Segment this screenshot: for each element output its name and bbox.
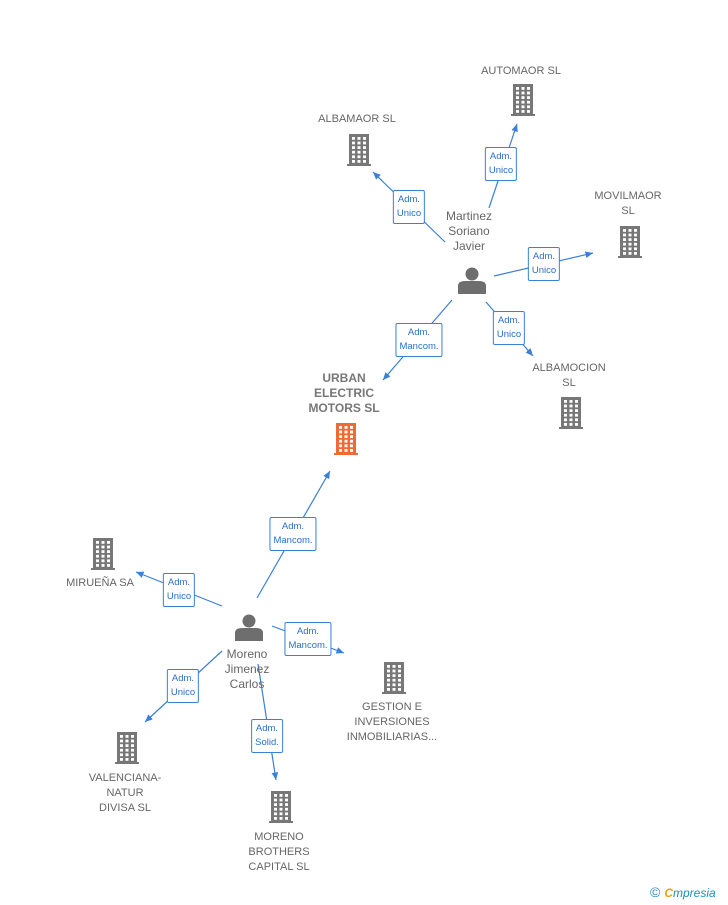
node-label-brothers[interactable]: MORENO BROTHERS CAPITAL SL xyxy=(248,830,309,875)
node-label-valenciana[interactable]: VALENCIANA- NATUR DIVISA SL xyxy=(89,771,162,816)
person-icon[interactable] xyxy=(235,614,263,642)
node-label-line: MORENO xyxy=(254,831,304,843)
edge-label-line: Unico xyxy=(170,687,196,698)
node-label-line: AUTOMAOR SL xyxy=(481,65,561,77)
node-label-gestion[interactable]: GESTION E INVERSIONES INMOBILIARIAS... xyxy=(347,700,437,745)
node-label-line: DIVISA SL xyxy=(99,802,151,814)
node-label-albamocion[interactable]: ALBAMOCION SL xyxy=(532,361,605,391)
node-label-line: BROTHERS xyxy=(248,846,310,858)
edge-label-line: Unico xyxy=(531,265,557,276)
edge-label-line: Unico xyxy=(488,165,514,176)
edge-label-line: Unico xyxy=(496,329,522,340)
edge-label-line: Adm. xyxy=(281,521,305,532)
node-label-line: ALBAMOCION xyxy=(532,362,606,374)
copyright-icon: © xyxy=(650,884,661,900)
edge-label-line: Adm. xyxy=(497,315,521,326)
building-icon[interactable] xyxy=(511,84,535,116)
node-label-line: Martinez xyxy=(445,209,493,223)
building-icon[interactable] xyxy=(559,397,583,429)
node-label-line: INVERSIONES xyxy=(354,716,430,728)
node-label-line: MOVILMAOR xyxy=(594,190,662,202)
node-label-line: Javier xyxy=(452,239,486,253)
node-label-line: SL xyxy=(621,205,635,217)
edge-label-martinez-automaor[interactable]: Adm. Unico xyxy=(484,147,518,181)
building-icon[interactable] xyxy=(91,538,115,570)
node-label-movilmaor[interactable]: MOVILMAOR SL xyxy=(594,189,661,219)
edge-label-line: Adm. xyxy=(255,723,279,734)
building-icon[interactable] xyxy=(618,226,642,258)
building-icon[interactable] xyxy=(382,662,406,694)
node-label-line: Soriano xyxy=(448,224,490,238)
node-label-automaor[interactable]: AUTOMAOR SL xyxy=(481,64,561,79)
node-label-line: NATUR xyxy=(106,787,144,799)
edge-label-line: Unico xyxy=(396,208,422,219)
node-label-line: MOTORS SL xyxy=(308,401,380,415)
edge-label-moreno-valenciana[interactable]: Adm. Unico xyxy=(166,669,200,703)
edge-label-martinez-movilmaor[interactable]: Adm. Unico xyxy=(527,247,561,281)
node-label-line: Jimenez xyxy=(224,662,270,676)
edge-label-martinez-albamocion[interactable]: Adm. Unico xyxy=(492,311,526,345)
edge-label-moreno-mirue[interactable]: Adm. Unico xyxy=(162,573,196,607)
edge-label-moreno-gestion[interactable]: Adm. Mancom. xyxy=(284,622,332,656)
edge-label-line: Adm. xyxy=(296,626,320,637)
node-label-line: Carlos xyxy=(229,677,265,691)
edge-label-line: Adm. xyxy=(397,194,421,205)
edge-label-martinez-urban[interactable]: Adm. Mancom. xyxy=(395,323,443,357)
edge-label-martinez-albamaor[interactable]: Adm. Unico xyxy=(392,190,426,224)
building-icon[interactable] xyxy=(115,732,139,764)
edge-label-line: Adm. xyxy=(171,673,195,684)
edge-label-moreno-brothers[interactable]: Adm. Solid. xyxy=(251,719,283,753)
node-label-line: CAPITAL SL xyxy=(248,861,310,873)
edge-label-line: Mancom. xyxy=(273,535,313,546)
empresia-logo: ©Cmpresia xyxy=(650,884,716,900)
node-label-line: MIRUEÑA SA xyxy=(66,577,134,589)
building-icon[interactable] xyxy=(269,791,293,823)
node-label-line: ALBAMAOR SL xyxy=(318,113,396,125)
node-label-line: GESTION E xyxy=(362,701,422,713)
edge-label-line: Mancom. xyxy=(399,341,439,352)
edge-label-line: Adm. xyxy=(167,577,191,588)
edge-label-line: Unico xyxy=(166,591,192,602)
node-label-line: URBAN xyxy=(322,371,366,385)
edge-label-line: Mancom. xyxy=(288,640,328,651)
edge-label-line: Adm. xyxy=(407,327,431,338)
main-company-building-icon[interactable] xyxy=(334,423,358,455)
edge-label-moreno-urban[interactable]: Adm. Mancom. xyxy=(269,517,317,551)
node-label-albamaor[interactable]: ALBAMAOR SL xyxy=(318,112,396,127)
edge-label-line: Adm. xyxy=(532,251,556,262)
node-label-line: Moreno xyxy=(226,647,268,661)
node-label-line: INMOBILIARIAS... xyxy=(346,731,438,743)
node-label-line: SL xyxy=(562,377,576,389)
edge-label-line: Solid. xyxy=(255,737,279,748)
building-icon[interactable] xyxy=(347,134,371,166)
node-label-line: VALENCIANA- xyxy=(88,772,162,784)
node-label-line: ELECTRIC xyxy=(314,386,374,400)
edge-label-line: Adm. xyxy=(489,151,513,162)
node-label-mirue[interactable]: MIRUEÑA SA xyxy=(66,576,134,591)
person-icon[interactable] xyxy=(458,267,486,295)
